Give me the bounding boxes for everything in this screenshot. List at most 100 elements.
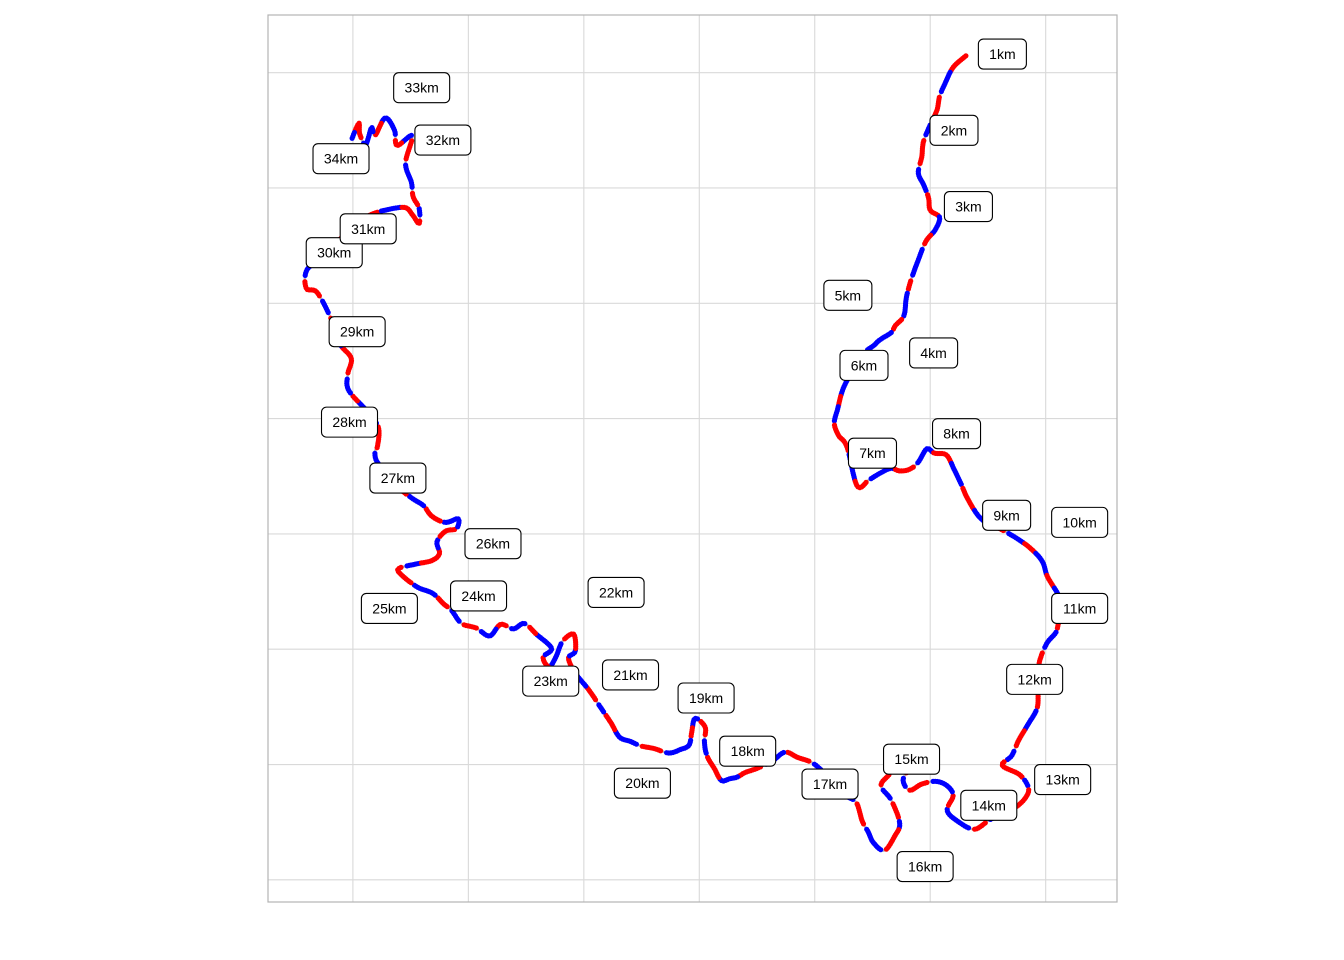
km-label-text: 19km <box>689 690 723 706</box>
km-label-text: 10km <box>1063 514 1097 530</box>
route-point-618 <box>811 761 818 767</box>
route-point-701 <box>688 733 694 739</box>
km-label-box <box>960 789 1018 821</box>
route-point-1178 <box>409 138 415 144</box>
km-label-box <box>360 592 418 624</box>
km-label-30km: 30km <box>305 237 363 269</box>
route-point-513 <box>907 787 913 793</box>
route-point-993 <box>372 450 378 456</box>
km-label-box <box>312 143 370 175</box>
km-label-8km: 8km <box>931 418 982 450</box>
km-label-text: 31km <box>351 221 385 237</box>
km-label-box <box>823 279 873 311</box>
route-point-371 <box>1042 644 1048 650</box>
km-label-5km: 5km <box>823 279 873 311</box>
route-point-92 <box>922 241 928 247</box>
km-label-box <box>1051 506 1109 538</box>
km-label-box <box>587 576 645 608</box>
km-label-text: 28km <box>332 414 366 430</box>
km-label-19km: 19km <box>677 682 735 714</box>
km-label-box <box>1051 592 1109 624</box>
km-label-text: 2km <box>941 122 967 138</box>
route-point-1078 <box>302 279 308 285</box>
route-point-545 <box>887 795 893 801</box>
route-point-503 <box>930 778 936 785</box>
km-label-33km: 33km <box>393 72 451 104</box>
km-label-box <box>414 124 472 156</box>
km-label-29km: 29km <box>328 316 386 348</box>
km-label-22km: 22km <box>587 576 645 608</box>
plot-panel-border <box>267 14 1118 903</box>
km-label-box <box>328 316 386 348</box>
km-label-text: 24km <box>461 588 495 604</box>
km-label-text: 32km <box>426 132 460 148</box>
km-label-box <box>601 659 660 691</box>
km-label-text: 29km <box>340 324 374 340</box>
route-point-51 <box>917 160 923 166</box>
route-point-21 <box>938 88 945 95</box>
km-label-text: 1km <box>989 46 1015 62</box>
route-point-439 <box>1025 783 1031 789</box>
km-label-text: 17km <box>813 776 847 792</box>
route-point-240 <box>910 464 916 470</box>
km-label-28km: 28km <box>320 406 379 438</box>
km-label-box <box>896 850 954 883</box>
route-point-1030 <box>344 376 350 382</box>
km-label-1km: 1km <box>977 38 1027 70</box>
route-point-753 <box>596 702 602 708</box>
km-label-box <box>464 528 522 560</box>
km-label-box <box>977 38 1027 70</box>
km-label-box <box>305 237 363 269</box>
km-label-box <box>943 191 993 223</box>
km-label-34km: 34km <box>312 143 370 175</box>
route-point-553 <box>895 814 902 821</box>
km-label-box <box>931 418 982 450</box>
km-label-box <box>369 462 427 494</box>
km-label-7km: 7km <box>847 437 898 469</box>
km-label-text: 21km <box>613 667 647 683</box>
km-label-23km: 23km <box>522 665 580 697</box>
km-label-box <box>1006 663 1064 695</box>
route-point-857 <box>478 629 484 635</box>
route-point-864 <box>461 622 467 628</box>
route-point-217 <box>863 479 869 485</box>
km-label-31km: 31km <box>339 213 397 245</box>
km-label-text: 11km <box>1063 600 1096 616</box>
km-label-box <box>909 337 959 369</box>
route-point-63 <box>923 188 929 194</box>
km-label-text: 22km <box>599 584 633 600</box>
km-label-text: 15km <box>894 751 928 767</box>
route-point-106 <box>910 272 916 278</box>
km-label-text: 20km <box>625 775 659 791</box>
km-label-box <box>929 114 979 146</box>
route-point-569 <box>883 846 890 852</box>
km-label-box <box>339 213 397 245</box>
km-label-17km: 17km <box>801 768 859 800</box>
route-point-395 <box>1034 704 1040 710</box>
km-label-24km: 24km <box>450 580 508 612</box>
km-label-text: 26km <box>476 536 510 552</box>
route-point-1168 <box>403 162 409 168</box>
route-point-1066 <box>320 298 326 304</box>
route-point-415 <box>1013 743 1019 749</box>
km-label-21km: 21km <box>601 659 660 691</box>
km-label-box <box>1034 764 1092 796</box>
km-label-box <box>847 437 898 469</box>
route-point-539 <box>878 782 884 788</box>
km-label-text: 18km <box>731 743 765 759</box>
route-point-1149 <box>416 206 422 212</box>
km-label-text: 9km <box>993 507 1019 523</box>
km-label-text: 4km <box>920 345 946 361</box>
km-label-box <box>839 349 889 381</box>
km-label-text: 16km <box>908 859 942 875</box>
route-point-1156 <box>409 190 416 196</box>
km-label-box <box>719 735 777 767</box>
km-label-text: 6km <box>851 357 877 373</box>
route-point-841 <box>509 626 515 632</box>
km-label-box <box>450 580 508 612</box>
route-point-491 <box>950 793 956 799</box>
km-label-12km: 12km <box>1006 663 1064 695</box>
km-label-box <box>522 665 580 697</box>
km-label-26km: 26km <box>464 528 522 560</box>
